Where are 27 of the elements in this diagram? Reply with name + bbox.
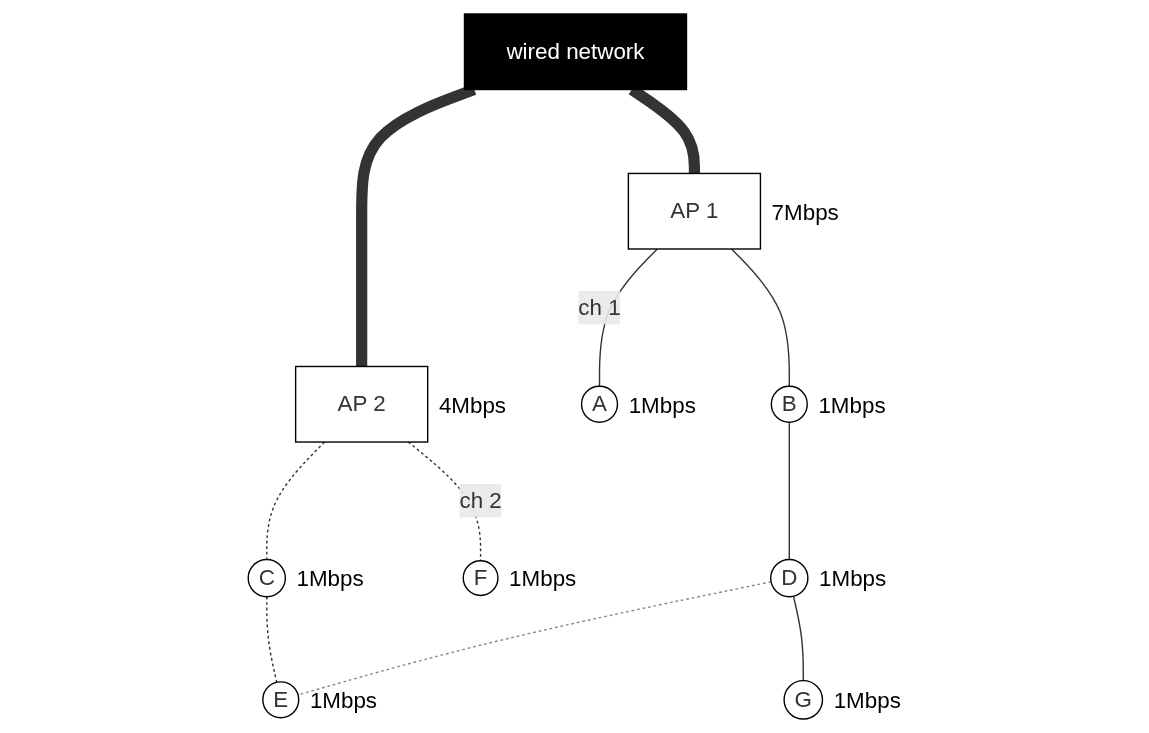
connector (297, 581, 772, 696)
connector (730, 248, 790, 387)
node-box: wired network (463, 13, 688, 91)
node-circle: D (770, 558, 809, 598)
edge-label: ch 1 (578, 295, 621, 319)
rate-label: 1Mbps (833, 688, 901, 714)
node-circle: A (580, 385, 619, 423)
rate-label: 1Mbps (819, 566, 887, 592)
rate-label: 7Mbps (771, 199, 839, 225)
edge-label: ch 2 (459, 488, 502, 512)
node-circle: C (247, 558, 287, 598)
node-box: AP 2 (294, 365, 429, 443)
node-circle: F (462, 560, 499, 597)
node-box: AP 1 (627, 172, 762, 250)
node-circle: B (770, 385, 808, 423)
rate-label: 1Mbps (509, 566, 577, 592)
rate-label: 1Mbps (296, 566, 364, 592)
rate-label: 1Mbps (818, 392, 886, 418)
rate-label: 1Mbps (628, 392, 696, 418)
connector (266, 441, 326, 561)
connector (266, 595, 278, 683)
connector (788, 421, 790, 561)
connector (792, 595, 804, 682)
node-circle: G (783, 679, 824, 720)
rate-label: 1Mbps (309, 688, 378, 714)
rate-label: 4Mbps (438, 392, 507, 418)
node-circle: E (262, 681, 300, 719)
